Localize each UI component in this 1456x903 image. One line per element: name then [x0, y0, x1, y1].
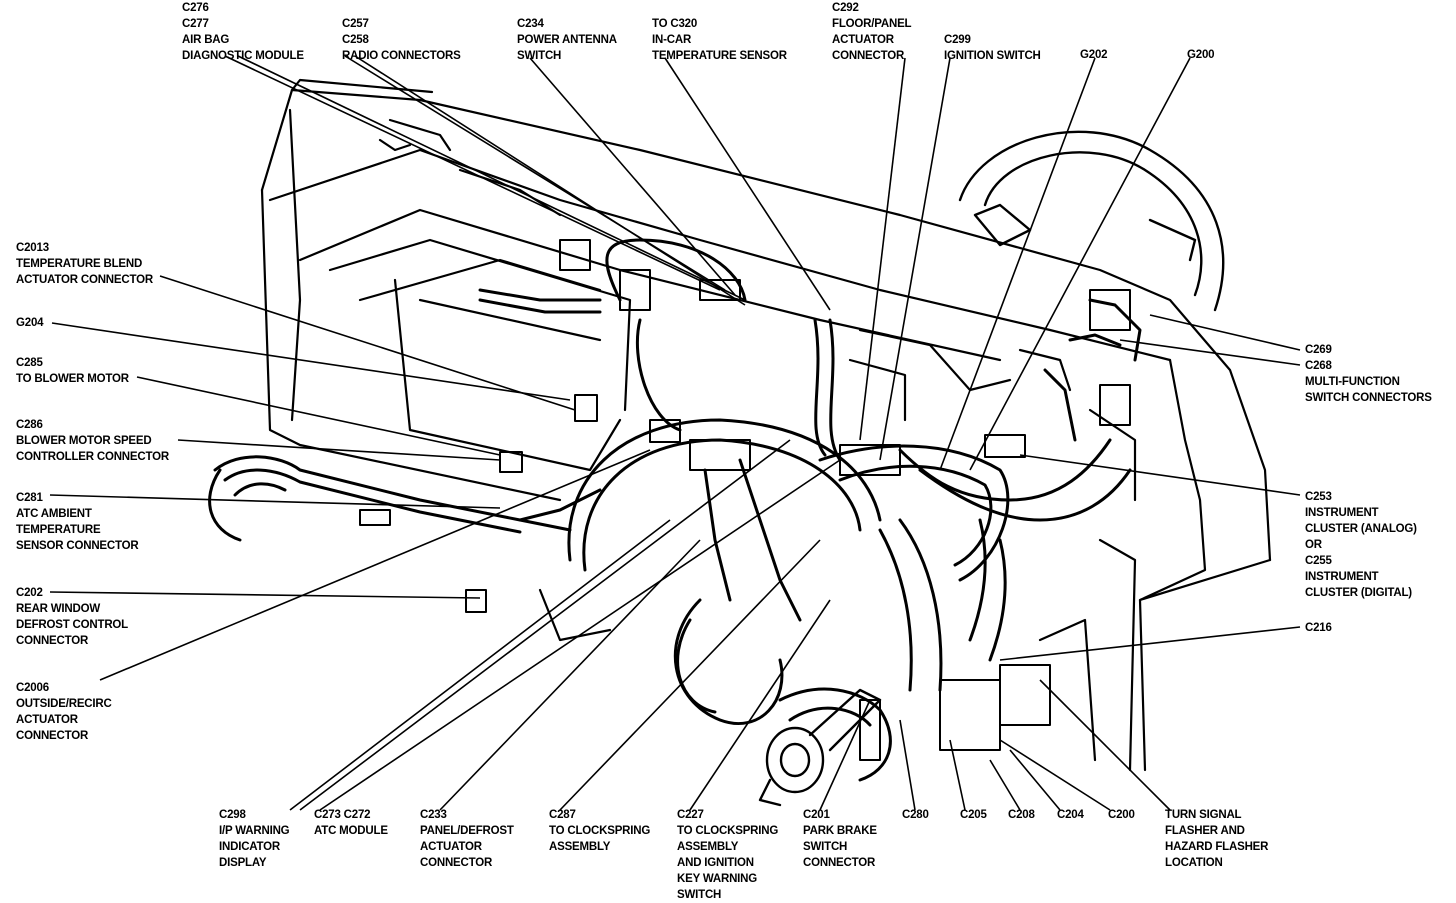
steering-column — [758, 688, 882, 807]
callout-g200: G200 — [1187, 49, 1215, 61]
callout-c208: C208 — [1008, 809, 1035, 821]
connector-blocks — [359, 239, 1131, 761]
leader-lines — [49, 55, 1301, 811]
callout-c200: C200 — [1108, 809, 1135, 821]
wiring-harness — [208, 238, 1142, 782]
callout-g204: G204 — [16, 317, 44, 329]
callout-g202: G202 — [1080, 49, 1108, 61]
callout-c216: C216 — [1305, 622, 1332, 634]
callout-c280: C280 — [902, 809, 929, 821]
callout-c204: C204 — [1057, 809, 1084, 821]
steering-wheel — [958, 130, 1225, 312]
callout-c205: C205 — [960, 809, 987, 821]
